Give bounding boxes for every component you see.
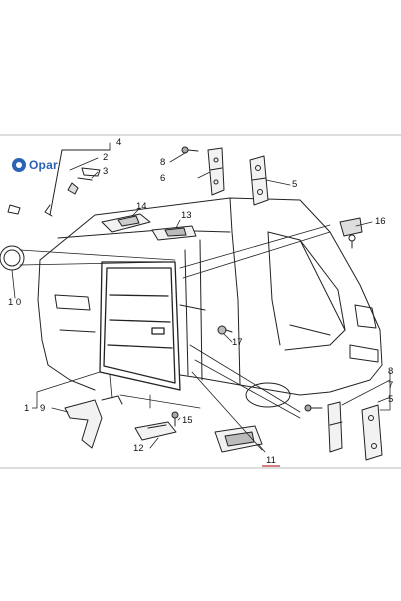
- callout-8-bottom: 8: [388, 366, 393, 377]
- bracket-6: [207, 147, 225, 196]
- latch-13: [151, 225, 197, 241]
- callout-7: 7: [388, 380, 393, 391]
- rear-door-panel: [99, 261, 181, 391]
- callout-10: 1 0: [8, 297, 21, 308]
- latch-14: [101, 213, 151, 233]
- callout-9: 9: [40, 403, 45, 414]
- callout-5-top: 5: [292, 179, 297, 190]
- latch-12: [134, 421, 177, 441]
- logo-icon: [12, 158, 26, 172]
- callout-13: 13: [181, 210, 192, 221]
- bolt-15: [171, 411, 179, 427]
- callout-15: 15: [182, 415, 193, 426]
- van-body: [37, 197, 383, 408]
- callout-1: 1: [24, 403, 29, 414]
- leader-lines: [11, 142, 391, 453]
- callout-14: 14: [136, 201, 147, 212]
- callout-11: 11: [266, 455, 276, 466]
- callout-3: 3: [103, 166, 108, 177]
- bolt-8-bottom: [304, 404, 323, 412]
- brand-logo: Opar: [12, 158, 58, 172]
- hinge-5-bottom: [361, 404, 383, 461]
- rod-assembly: [7, 149, 111, 217]
- callout-4: 4: [116, 137, 121, 148]
- callout-16: 16: [375, 216, 386, 227]
- callout-12: 12: [133, 443, 144, 454]
- bolt-8-top: [181, 146, 199, 154]
- logo-text: Opar: [29, 158, 58, 172]
- callout-17: 17: [232, 337, 243, 348]
- callout-6: 6: [160, 173, 165, 184]
- latch-11: [214, 425, 263, 453]
- gasket-inner: [3, 249, 21, 267]
- bolt-17: [217, 325, 233, 335]
- bracket-7: [327, 401, 343, 453]
- part-16-switch: [339, 217, 363, 249]
- callout-2: 2: [103, 152, 108, 163]
- hinge-5-top: [249, 155, 269, 206]
- callout-8-top: 8: [160, 157, 165, 168]
- callout-labels: 4 2 3 8 6 5 14 13 16 1 0 17 8 7 5 1 9 15…: [8, 137, 393, 466]
- callout-5-bottom: 5: [388, 394, 393, 405]
- bracket-9: [64, 395, 123, 449]
